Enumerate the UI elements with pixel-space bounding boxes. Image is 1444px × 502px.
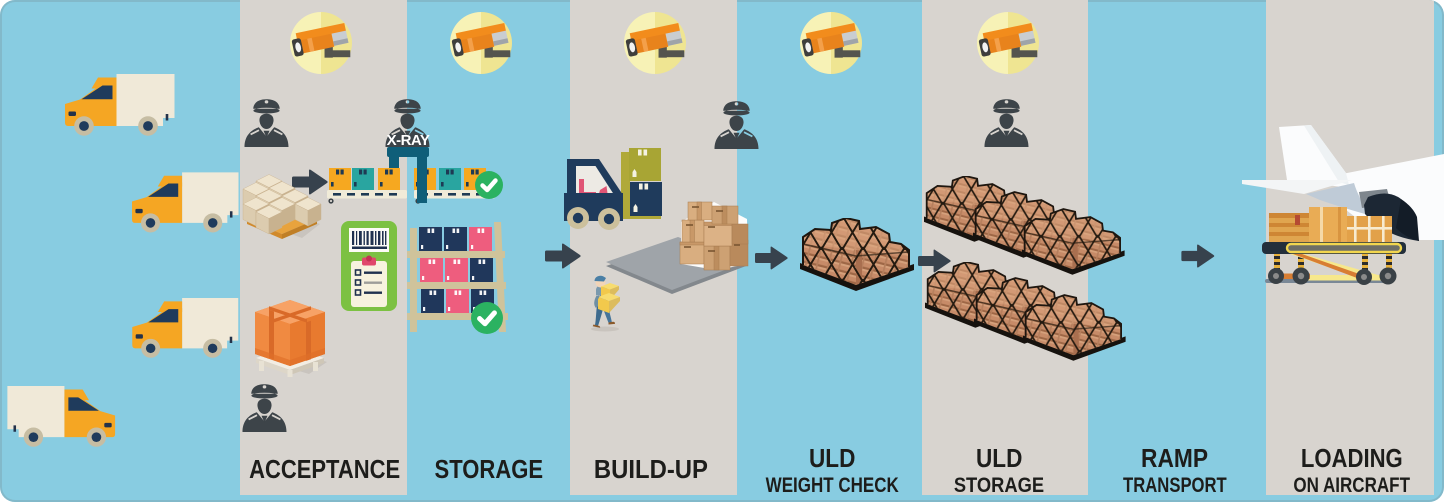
svg-text:X-RAY: X-RAY — [387, 132, 430, 149]
